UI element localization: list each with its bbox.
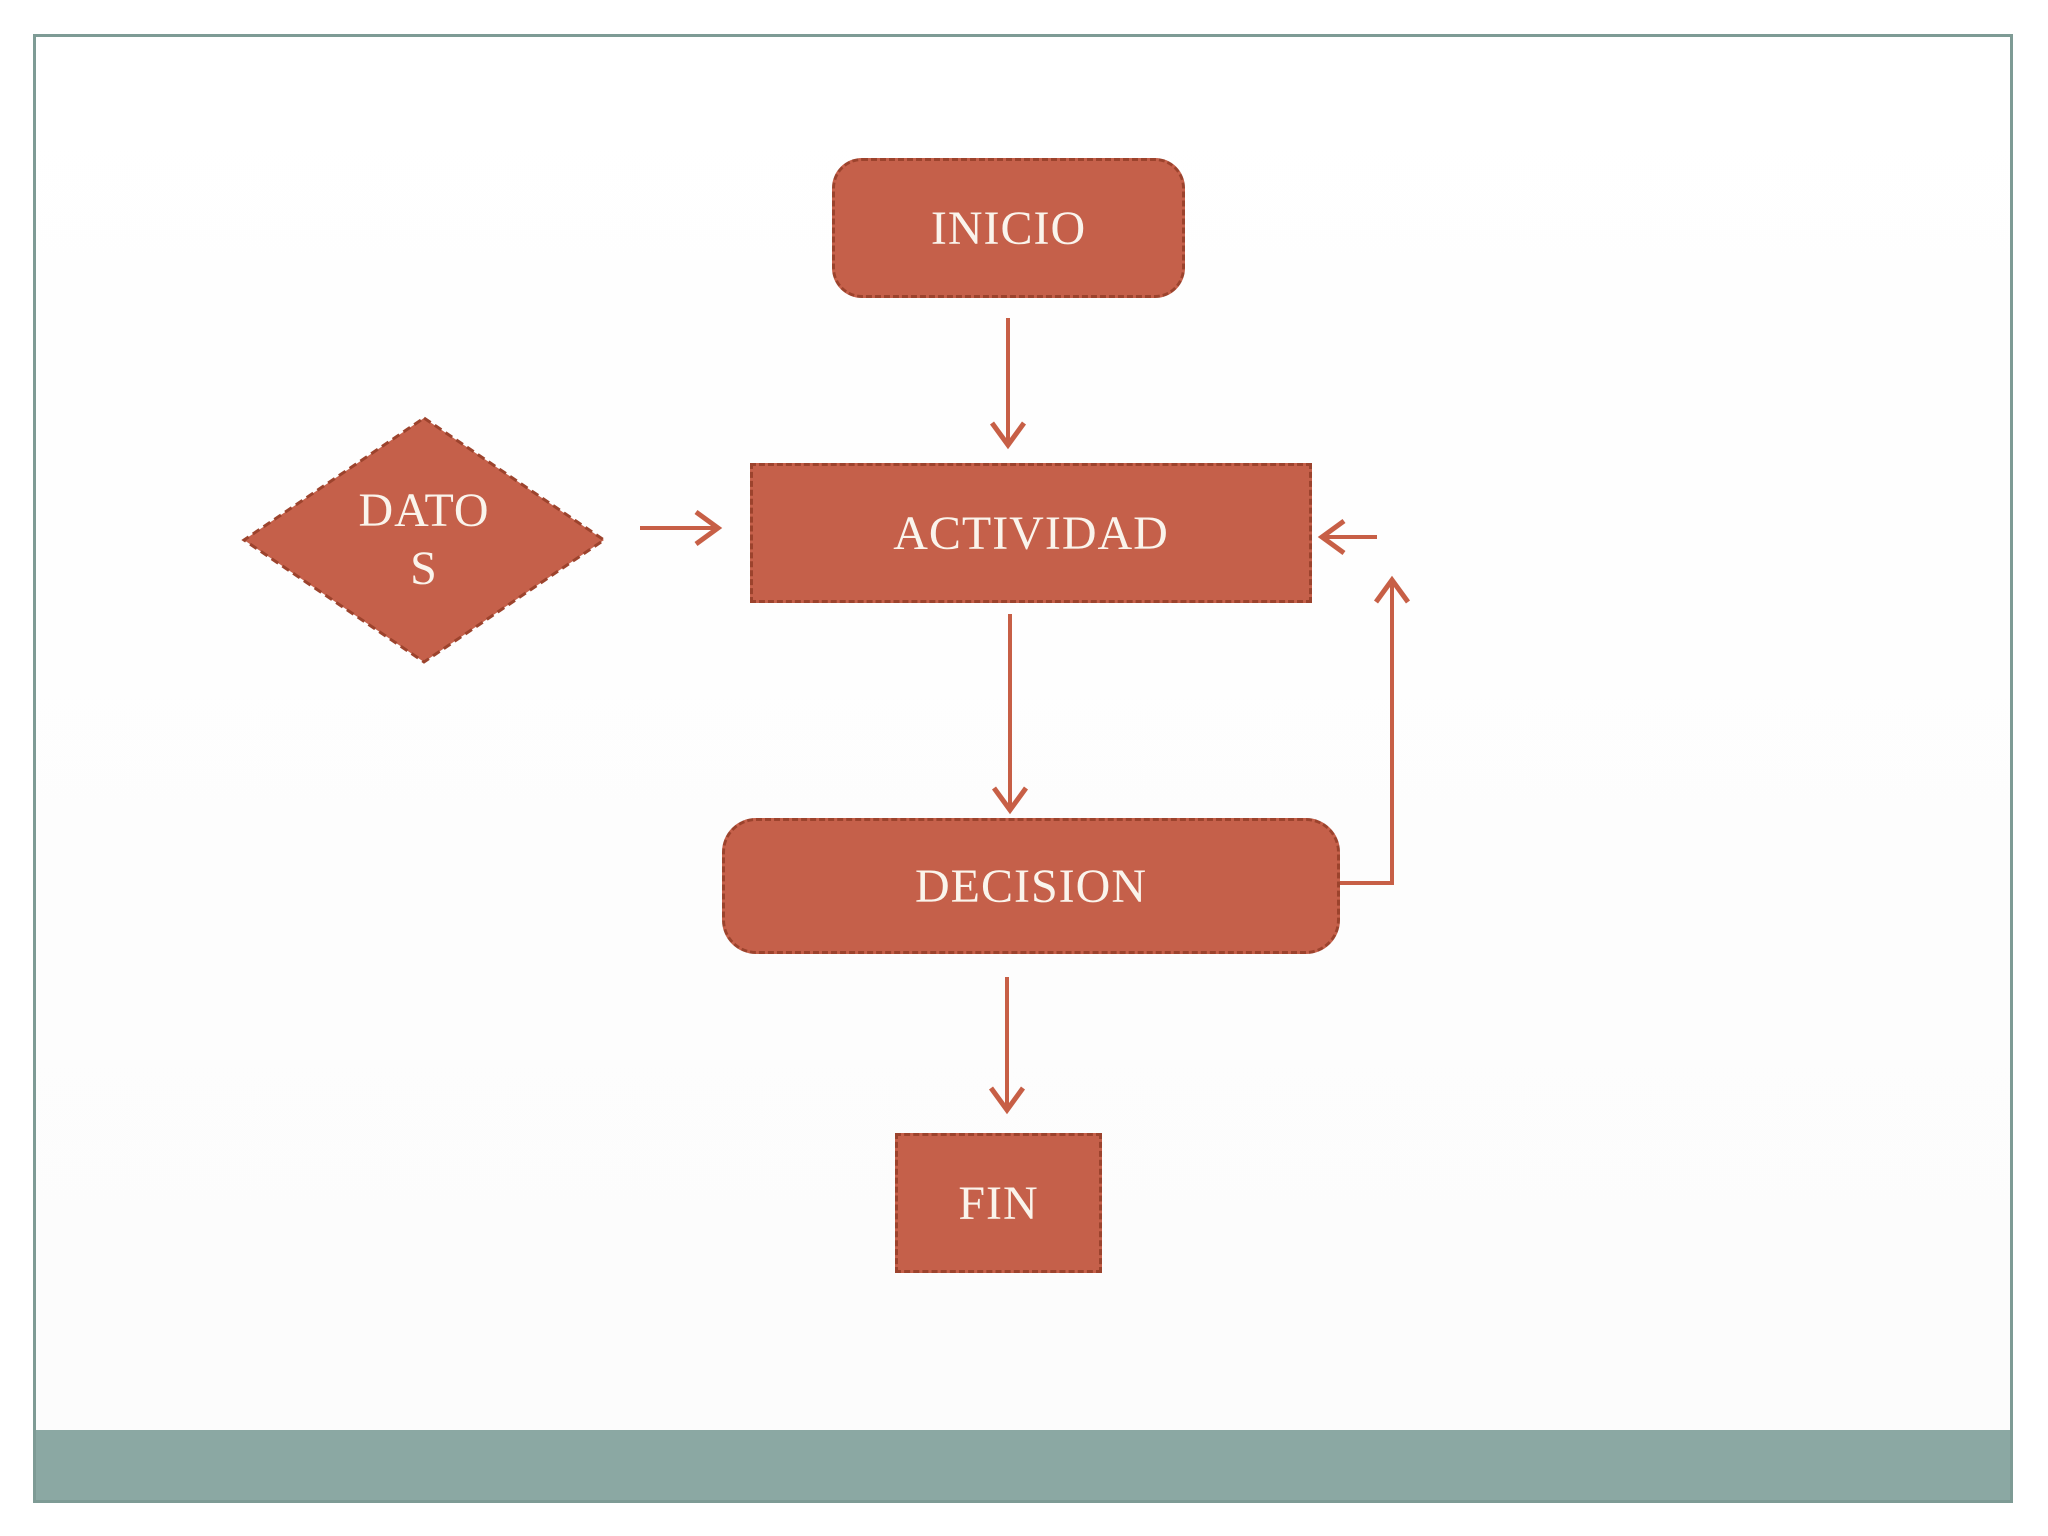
node-fin: FIN xyxy=(895,1133,1102,1273)
footer-accent-bar xyxy=(36,1430,2010,1500)
node-fin-label: FIN xyxy=(958,1176,1039,1230)
node-actividad: ACTIVIDAD xyxy=(750,463,1312,603)
node-inicio-label: INICIO xyxy=(930,201,1087,255)
node-datos-label-line1: DATO xyxy=(358,484,490,538)
node-decision-label: DECISION xyxy=(915,859,1147,913)
node-decision: DECISION xyxy=(722,818,1340,954)
node-actividad-label: ACTIVIDAD xyxy=(893,506,1169,560)
diamond-shape xyxy=(241,416,607,664)
node-datos-label: DATO S xyxy=(241,415,607,665)
node-datos: DATO S xyxy=(241,415,607,665)
node-inicio: INICIO xyxy=(832,158,1185,298)
node-datos-label-line2: S xyxy=(410,542,438,595)
